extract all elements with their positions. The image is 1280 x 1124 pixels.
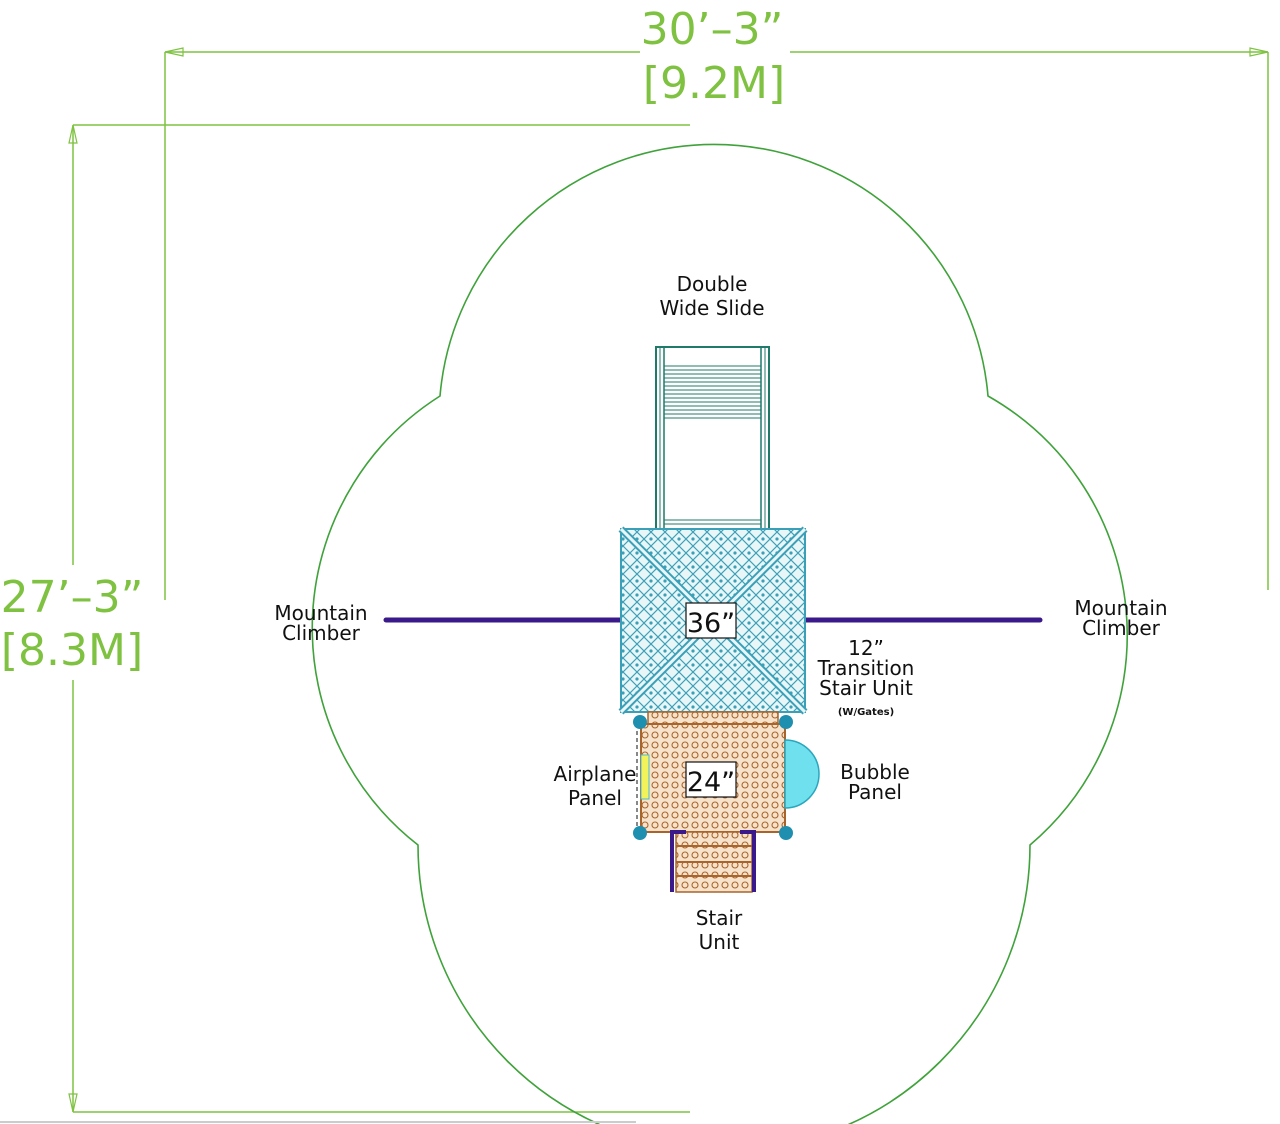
safety-zone-outline [311, 143, 1129, 1124]
depth-imperial-label: 27’–3” [1, 572, 144, 623]
transition-label-line3: Stair Unit [819, 676, 913, 700]
slide-label-line1: Double [677, 272, 748, 296]
deck-36-height-box [685, 602, 737, 639]
bubble-label-line2: Panel [848, 780, 902, 804]
transition-note: (W/Gates) [838, 707, 894, 718]
climber-left-label-line2: Climber [282, 621, 361, 645]
deck-24-height-box [685, 761, 737, 798]
double-wide-slide [655, 346, 770, 532]
slide-label-line2: Wide Slide [659, 296, 764, 320]
airplane-label-line1: Airplane [554, 762, 637, 786]
climber-left-label-line1: Mountain [274, 601, 367, 625]
transition-label-line2: Transition [817, 656, 915, 680]
stair-label-line1: Stair [696, 906, 743, 930]
bubble-label-line1: Bubble [840, 760, 910, 784]
airplane-panel [640, 754, 650, 800]
width-metric-label: [9.2M] [643, 58, 785, 109]
deck-36-height-label: 36” [687, 608, 735, 639]
width-arrow-left [164, 47, 184, 57]
climber-right-label-line1: Mountain [1074, 596, 1167, 620]
transition-label-line1: 12” [848, 636, 884, 660]
deck-24: 24” [640, 723, 786, 833]
climber-right-label-line2: Climber [1082, 616, 1161, 640]
deck-24-height-label: 24” [687, 767, 735, 798]
width-arrow-right [1249, 47, 1269, 57]
slide-exit-ribs [664, 365, 761, 525]
component-labels: Double Wide Slide Mountain Climber Mount… [274, 272, 1167, 954]
bubble-panel [784, 739, 820, 809]
depth-metric-label: [8.3M] [1, 625, 143, 676]
airplane-label-line2: Panel [568, 786, 622, 810]
transition-stair [647, 711, 779, 725]
dimension-lines: 30’–3” [9.2M] 27’–3” [8.3M] [1, 4, 1269, 1113]
depth-arrow-bottom [68, 1093, 78, 1113]
stair-unit [670, 830, 756, 893]
posts [633, 715, 793, 840]
depth-arrow-top [68, 124, 78, 144]
deck-36: 36” [618, 526, 808, 715]
stair-label-line2: Unit [699, 930, 740, 954]
width-imperial-label: 30’–3” [641, 4, 784, 55]
